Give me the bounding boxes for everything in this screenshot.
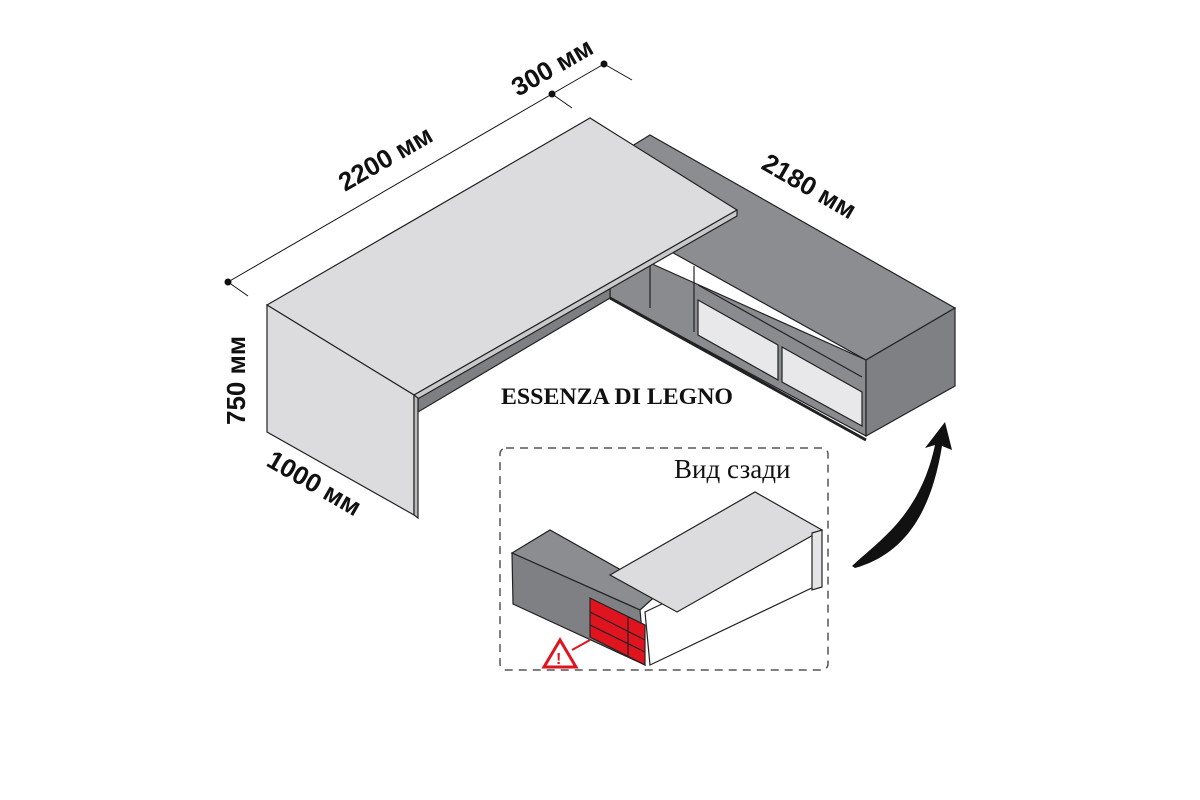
rear-shelf-red (589, 597, 646, 666)
curved-arrow-icon (852, 422, 952, 568)
material-label: ESSENZA DI LEGNO (501, 384, 733, 409)
cabinet-plinth (609, 296, 867, 442)
rear-view-illustration (510, 491, 824, 666)
inset-title: Вид сзади (674, 454, 790, 484)
dimension-height: 750 мм (221, 336, 251, 425)
cabinet-side (865, 306, 956, 438)
dimension-lines (224, 60, 633, 297)
cabinet-drawer (781, 345, 863, 428)
shelf-line (697, 284, 863, 378)
rear-desk-panel (811, 529, 823, 591)
svg-text:!: ! (556, 651, 561, 668)
desk (265, 117, 739, 520)
cabinet-drawer (697, 298, 779, 382)
warning-icon: ! (541, 637, 591, 669)
dimension-desk-length: 2200 мм (333, 119, 438, 197)
desk-leg-edge (413, 393, 419, 520)
inset-frame (499, 447, 829, 671)
